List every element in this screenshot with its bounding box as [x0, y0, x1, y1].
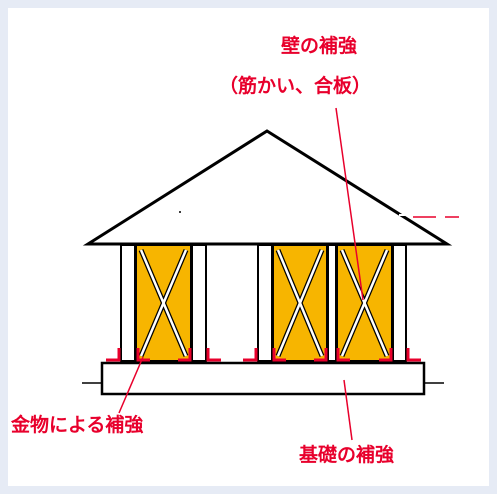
metal-leader-line	[118, 356, 144, 414]
wall-materials-label: （筋かい、合板）	[219, 75, 372, 97]
foundation-reinforcement-label: 基礎の補強	[299, 444, 395, 466]
metal-fasteners	[106, 348, 421, 362]
roof	[82, 129, 453, 246]
foundation	[100, 361, 426, 396]
wall-panel-middle	[272, 244, 328, 362]
wall-leader-line	[335, 107, 364, 301]
posts	[120, 244, 407, 362]
foundation-leader-line	[343, 379, 353, 441]
wall-panel-left	[135, 244, 192, 362]
metal-reinforcement-label: 金物による補強	[11, 414, 144, 436]
wall-panel-right	[336, 244, 393, 362]
roof-speck	[179, 211, 181, 213]
leader-lines	[118, 107, 459, 441]
diagram-canvas	[8, 8, 489, 486]
wall-reinforcement-label: 壁の補強	[281, 35, 358, 57]
